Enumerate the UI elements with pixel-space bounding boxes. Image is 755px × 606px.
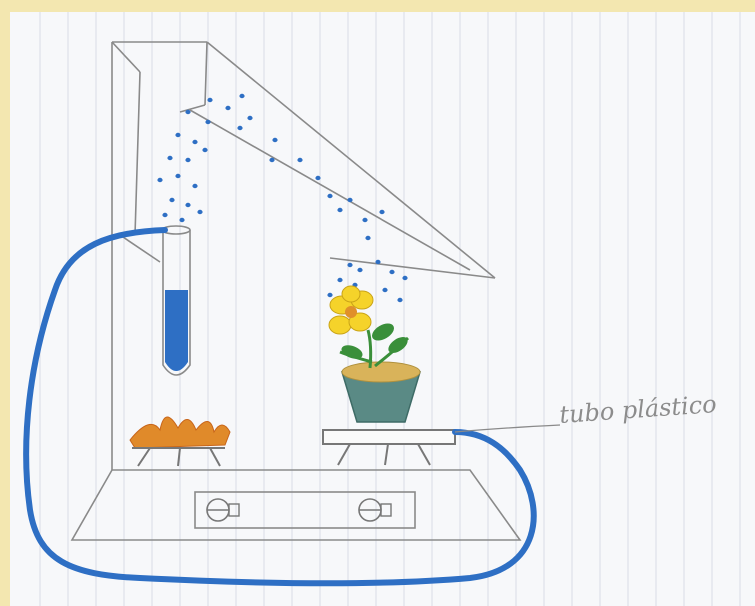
vapor-droplet bbox=[175, 133, 180, 137]
vapor-droplet bbox=[247, 116, 252, 120]
vapor-droplet bbox=[347, 263, 352, 267]
vapor-droplet bbox=[167, 156, 172, 160]
vapor-droplet bbox=[272, 138, 277, 142]
vapor-droplet bbox=[169, 198, 174, 202]
vapor-droplet bbox=[375, 260, 380, 264]
vapor-droplet bbox=[365, 236, 370, 240]
vapor-droplet bbox=[239, 94, 244, 98]
paper-ruling bbox=[40, 12, 740, 606]
right-knob bbox=[359, 499, 391, 521]
vapor-droplet bbox=[237, 126, 242, 130]
stove-base bbox=[72, 470, 520, 540]
vapor-droplets bbox=[157, 94, 407, 302]
vapor-droplet bbox=[362, 218, 367, 222]
plastic-tube bbox=[26, 230, 534, 583]
vapor-droplet bbox=[205, 120, 210, 124]
glass-plate bbox=[112, 42, 495, 470]
flower-icon bbox=[329, 286, 420, 422]
vapor-droplet bbox=[192, 140, 197, 144]
annotation-label: tubo plástico bbox=[558, 390, 717, 429]
vapor-droplet bbox=[185, 158, 190, 162]
vapor-droplet bbox=[402, 276, 407, 280]
vapor-droplet bbox=[179, 218, 184, 222]
vapor-droplet bbox=[382, 288, 387, 292]
vapor-droplet bbox=[202, 148, 207, 152]
vapor-droplet bbox=[162, 213, 167, 217]
vapor-droplet bbox=[207, 98, 212, 102]
vapor-droplet bbox=[337, 278, 342, 282]
left-knob bbox=[207, 499, 239, 521]
test-tube bbox=[162, 226, 190, 375]
vapor-droplet bbox=[269, 158, 274, 162]
water-in-tube bbox=[165, 290, 188, 371]
vapor-droplet bbox=[327, 293, 332, 297]
vapor-droplet bbox=[185, 110, 190, 114]
vapor-droplet bbox=[397, 298, 402, 302]
vapor-droplet bbox=[157, 178, 162, 182]
vapor-droplet bbox=[347, 198, 352, 202]
vapor-droplet bbox=[389, 270, 394, 274]
vapor-droplet bbox=[315, 176, 320, 180]
vapor-droplet bbox=[225, 106, 230, 110]
vapor-droplet bbox=[327, 194, 332, 198]
left-burner-stand bbox=[132, 448, 225, 466]
vapor-droplet bbox=[379, 210, 384, 214]
vapor-droplet bbox=[185, 203, 190, 207]
right-burner-stand bbox=[323, 430, 455, 465]
vapor-droplet bbox=[357, 268, 362, 272]
vapor-droplet bbox=[337, 208, 342, 212]
vapor-droplet bbox=[175, 174, 180, 178]
vapor-droplet bbox=[192, 184, 197, 188]
vapor-droplet bbox=[297, 158, 302, 162]
vapor-droplet bbox=[197, 210, 202, 214]
